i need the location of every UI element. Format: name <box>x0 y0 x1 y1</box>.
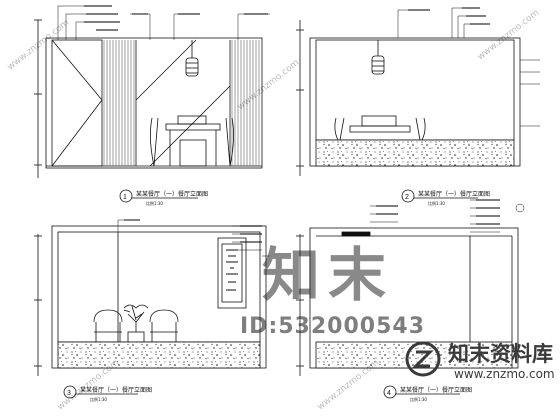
panel-1-scale: 比例1:30 <box>146 200 163 206</box>
brand-watermark: 知末 <box>262 241 395 309</box>
panel-4-number: 4 <box>387 390 391 397</box>
logo-url: www.znzmo.com <box>454 367 555 381</box>
panel-4-title: 某某餐厅（一）餐厅立面图 <box>400 386 472 394</box>
brand-logo: 知末资料库 www.znzmo.com <box>402 334 555 388</box>
panel-3-number: 3 <box>67 390 71 397</box>
panel-1-title: 某某餐厅（一）餐厅立面图 <box>136 190 208 198</box>
panel-4-scale: 比例1:30 <box>410 396 427 402</box>
elevation-panel-3 <box>34 219 270 399</box>
panel-2-scale: 比例1:30 <box>428 200 445 206</box>
elevation-panel-1 <box>34 5 270 203</box>
panel-3-title: 某某餐厅（一）餐厅立面图 <box>80 386 152 394</box>
panel-1-number: 1 <box>123 194 127 201</box>
panel-3-scale: 比例1:30 <box>90 396 107 402</box>
panel-2-number: 2 <box>405 194 409 201</box>
logo-text: 知末资料库 <box>448 342 553 366</box>
diagonal-watermark-1: www.znzmo.com <box>6 18 72 72</box>
diagonal-watermark-2: www.znzmo.com <box>236 58 302 112</box>
id-watermark: ID:532000543 <box>240 314 426 339</box>
panel-2-title: 某某餐厅（一）餐厅立面图 <box>418 190 490 198</box>
elevation-panel-2 <box>296 7 540 203</box>
logo-mark-icon <box>405 341 441 377</box>
